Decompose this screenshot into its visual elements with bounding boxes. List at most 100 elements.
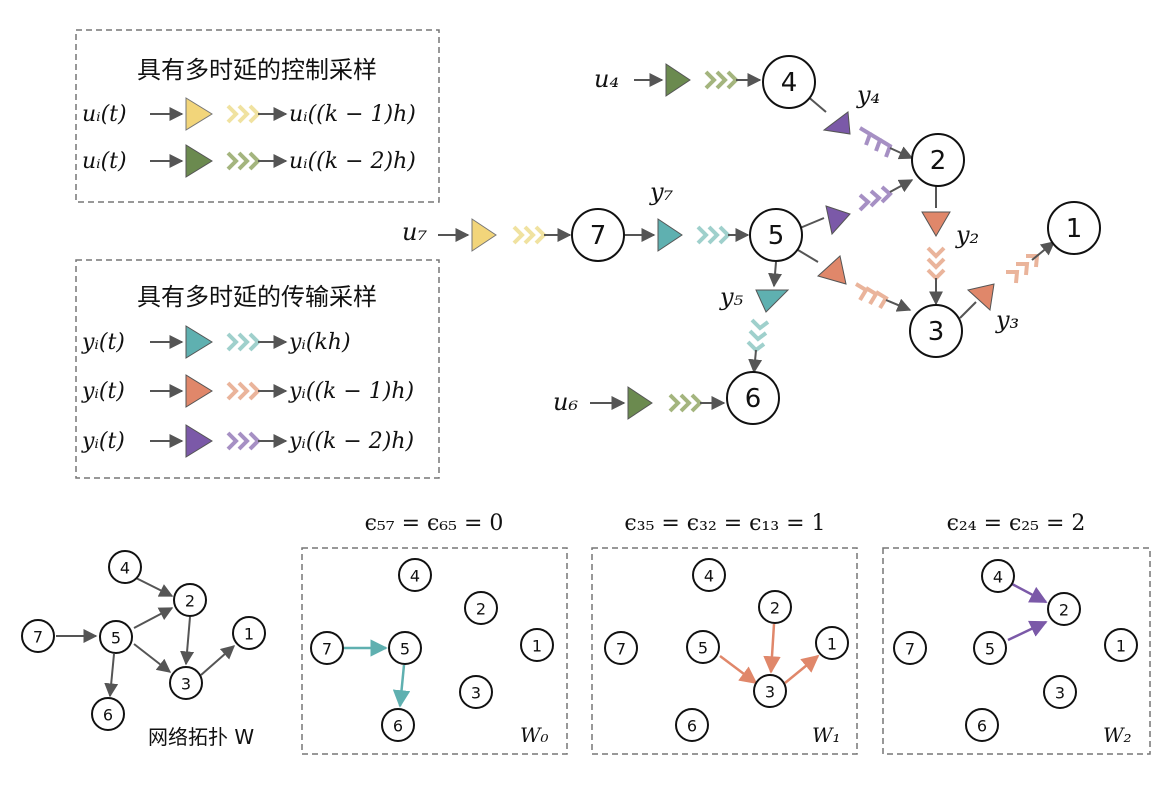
w1-node-4: 4 (692, 558, 726, 592)
svg-text:5: 5 (768, 221, 785, 251)
svg-text:1: 1 (1116, 637, 1126, 656)
w1-node-5: 5 (686, 630, 720, 664)
svg-text:2: 2 (185, 592, 195, 611)
svg-text:1: 1 (244, 625, 254, 644)
svg-text:7: 7 (33, 628, 43, 647)
topo-edge-5-3 (133, 643, 172, 673)
w2-edge-4-2 (1011, 582, 1048, 604)
panel-w1: ϵ₃₅ = ϵ₃₂ = ϵ₁₃ = 1 4 2 7 5 1 3 6 W₁ (591, 511, 858, 755)
svg-text:3: 3 (181, 675, 191, 694)
svg-text:3: 3 (471, 684, 481, 703)
topo-node-3: 3 (169, 666, 203, 700)
topo-node-2: 2 (173, 583, 207, 617)
w1-edge-3-1 (784, 654, 820, 684)
edge-5-3 (885, 298, 912, 312)
sampler-y3 (966, 283, 995, 311)
w1-node-2: 2 (758, 590, 792, 624)
legend-transmission-row2-output: yᵢ((k − 1)h) (288, 379, 414, 404)
svg-text:2: 2 (770, 599, 780, 618)
edge-5-sampler-orange (797, 249, 819, 263)
w0-node-6: 6 (381, 708, 415, 742)
topo-edge-2-3 (180, 616, 195, 666)
chevrons-5-2 (858, 185, 893, 212)
svg-text:7: 7 (322, 640, 332, 659)
legend-transmission-row3-input: yᵢ(t) (81, 429, 125, 454)
main-node-6: 6 (726, 371, 780, 425)
legend-transmission-row2-sampler (185, 374, 213, 408)
output-label-y7: y₇ (649, 178, 674, 206)
svg-text:6: 6 (393, 717, 403, 736)
svg-text:3: 3 (1055, 684, 1065, 703)
topo-node-1: 1 (232, 616, 266, 650)
chevrons-y7 (696, 225, 731, 245)
chevrons-u4 (704, 70, 739, 90)
output-label-y4: y₄ (856, 81, 880, 109)
edge-3-sampler (959, 301, 977, 319)
legend-control-row2-sampler (185, 144, 213, 178)
main-network: u₄ y₄ u₇ y₇ (402, 55, 1101, 425)
topo-node-7: 7 (21, 619, 55, 653)
legend-control-row1-output: uᵢ((k − 1)h) (289, 102, 416, 127)
panel-w1-box (591, 547, 858, 755)
w1-node-6: 6 (675, 708, 709, 742)
w2-node-7: 7 (893, 631, 927, 665)
svg-text:5: 5 (400, 640, 410, 659)
legend-control-row1-sampler (185, 97, 213, 131)
legend-control: 具有多时延的控制采样 uᵢ(t) uᵢ((k − 1)h) uᵢ(t) uᵢ((… (75, 29, 440, 203)
output-label-y2: y₂ (955, 221, 979, 249)
main-node-2: 2 (911, 133, 965, 187)
sampler-u7 (471, 218, 497, 252)
sampler-y4 (822, 111, 851, 135)
topology-w: 4 2 7 5 1 3 6 网络拓扑 W (21, 550, 266, 749)
legend-control-row2-input: uᵢ(t) (82, 149, 127, 174)
w1-edge-2-3 (763, 623, 781, 674)
svg-text:6: 6 (687, 717, 697, 736)
main-node-7: 7 (571, 208, 625, 262)
legend-transmission-row1-input: yᵢ(t) (81, 330, 125, 355)
legend-transmission-row2-input: yᵢ(t) (81, 379, 125, 404)
sampler-5-3 (816, 255, 847, 285)
svg-text:5: 5 (985, 640, 995, 659)
svg-text:7: 7 (590, 221, 607, 251)
w2-node-1: 1 (1104, 628, 1138, 662)
edge-y5-6 (748, 349, 763, 374)
topo-node-4: 4 (108, 550, 142, 584)
w1-node-3: 3 (753, 674, 787, 708)
w1-node-7: 7 (604, 631, 638, 665)
edge-y3-1 (1031, 241, 1056, 261)
svg-text:7: 7 (905, 640, 915, 659)
sampler-y7 (657, 218, 683, 252)
topo-edge-4-2 (135, 577, 174, 597)
w0-node-3: 3 (459, 675, 493, 709)
legend-transmission-row1-output: yᵢ(kh) (288, 330, 351, 355)
w2-node-2: 2 (1047, 592, 1081, 626)
panel-w1-caption: ϵ₃₅ = ϵ₃₂ = ϵ₁₃ = 1 (624, 511, 825, 536)
edge-5-2 (889, 179, 914, 193)
svg-text:1: 1 (1066, 214, 1083, 244)
w0-node-7: 7 (310, 631, 344, 665)
main-node-5: 5 (749, 208, 803, 262)
main-node-3: 3 (909, 304, 963, 358)
panel-w2-label: W₂ (1103, 723, 1132, 747)
sampler-y2 (921, 211, 951, 237)
topo-edge-5-2 (133, 607, 174, 629)
panel-w0-box (301, 547, 568, 755)
w0-edge-5-6 (392, 664, 411, 708)
svg-text:3: 3 (765, 683, 775, 702)
svg-text:6: 6 (745, 384, 762, 414)
svg-text:1: 1 (532, 637, 542, 656)
w0-node-5: 5 (388, 631, 422, 665)
input-label-u4: u₄ (594, 65, 619, 93)
svg-text:6: 6 (977, 717, 987, 736)
svg-text:5: 5 (111, 629, 121, 648)
sampler-5-2 (825, 205, 851, 236)
legend-control-row2-output: uᵢ((k − 2)h) (289, 149, 416, 174)
w1-edge-5-3 (719, 655, 758, 685)
edge-y4-2 (889, 146, 914, 160)
svg-text:2: 2 (476, 600, 486, 619)
legend-transmission-row2-chevrons (226, 381, 261, 401)
svg-text:2: 2 (1059, 601, 1069, 620)
sampler-u6 (627, 386, 653, 420)
topo-edge-3-1 (200, 645, 236, 676)
main-node-1: 1 (1047, 201, 1101, 255)
